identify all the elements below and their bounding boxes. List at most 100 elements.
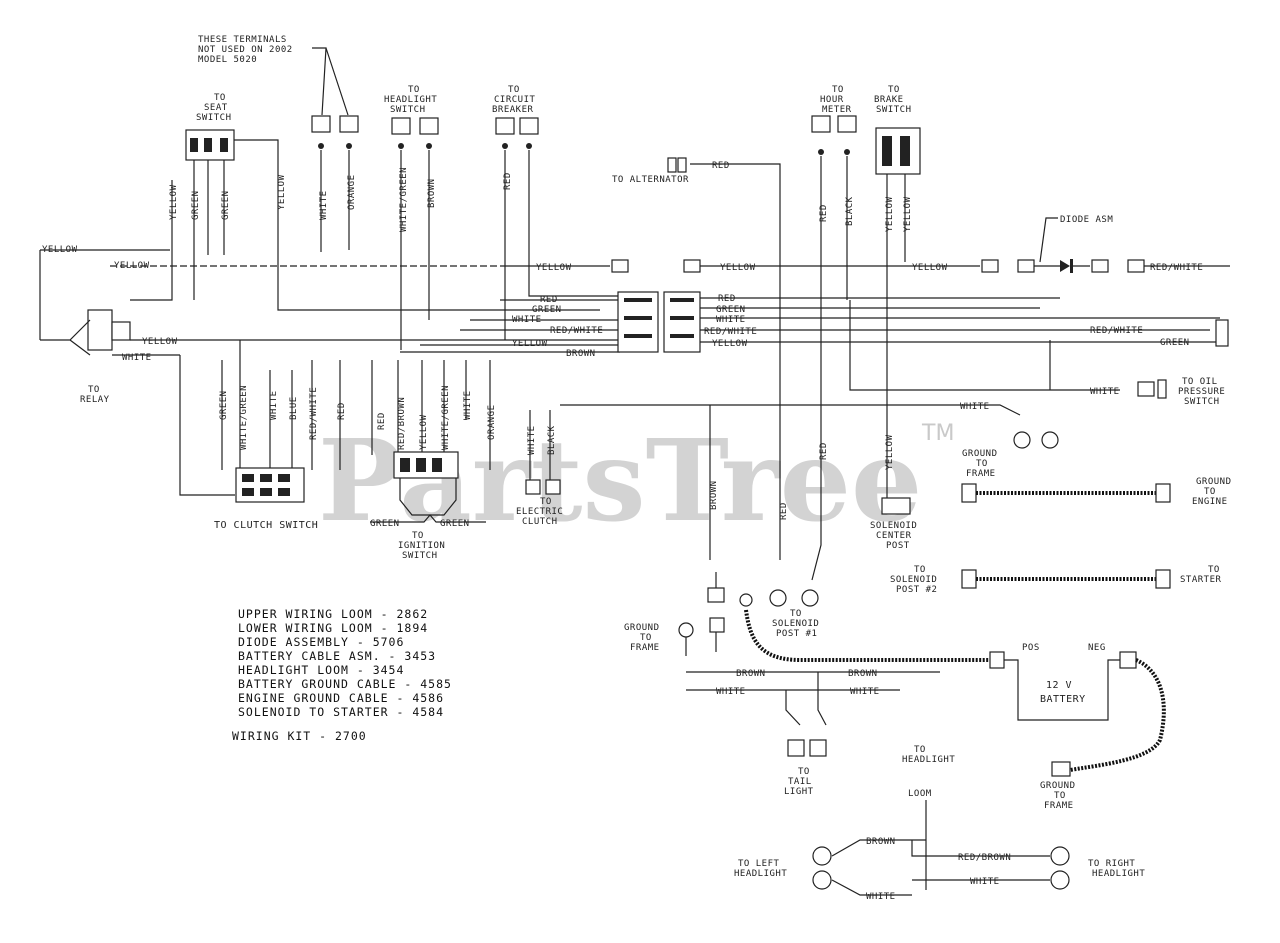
parts-list-item: BATTERY CABLE ASM. - 3453 xyxy=(238,649,436,663)
battery-ground-cable: GROUND TO FRAME xyxy=(1040,651,1166,811)
wire-label-yellow: YELLOW xyxy=(885,196,895,232)
svg-text:SOLENOID: SOLENOID xyxy=(870,521,917,531)
svg-text:POST: POST xyxy=(886,541,910,551)
ring-terminal xyxy=(1041,431,1059,449)
svg-text:GROUND: GROUND xyxy=(1196,477,1232,487)
svg-text:HEADLIGHT: HEADLIGHT xyxy=(1092,869,1145,879)
svg-text:IGNITION: IGNITION xyxy=(398,541,445,551)
wire-label-yellow: YELLOW xyxy=(42,245,78,255)
wire-label-brown: BROWN xyxy=(709,480,719,510)
wire-label-yellow: YELLOW xyxy=(142,337,178,347)
svg-text:CENTER: CENTER xyxy=(876,531,912,541)
svg-text:HEADLIGHT: HEADLIGHT xyxy=(384,95,437,105)
svg-text:TO: TO xyxy=(1054,791,1066,801)
svg-text:ENGINE: ENGINE xyxy=(1192,497,1228,507)
wire-label-white: WHITE xyxy=(319,190,329,220)
wire-label-yellow: YELLOW xyxy=(885,434,895,470)
svg-text:POS: POS xyxy=(1022,643,1040,653)
svg-text:NEG: NEG xyxy=(1088,643,1106,653)
svg-text:POST #2: POST #2 xyxy=(896,585,937,595)
wire-label-green: GREEN xyxy=(221,190,231,220)
svg-text:TO: TO xyxy=(508,85,520,95)
svg-text:BATTERY: BATTERY xyxy=(1040,694,1086,705)
svg-text:STARTER: STARTER xyxy=(1180,575,1222,585)
battery: POS NEG 12 V BATTERY xyxy=(1004,643,1120,721)
svg-text:CIRCUIT: CIRCUIT xyxy=(494,95,536,105)
wire-label-yellow: YELLOW xyxy=(903,196,913,232)
watermark-tm: TM xyxy=(921,421,954,446)
hour-meter-connector: TO HOUR METER xyxy=(811,85,857,520)
svg-text:HEADLIGHT: HEADLIGHT xyxy=(902,755,955,765)
svg-text:BRAKE: BRAKE xyxy=(874,95,904,105)
svg-text:CLUTCH: CLUTCH xyxy=(522,517,558,527)
svg-text:TO ALTERNATOR: TO ALTERNATOR xyxy=(612,175,689,185)
brake-switch-connector: TO BRAKE SWITCH xyxy=(874,85,921,500)
svg-text:TO: TO xyxy=(1208,565,1220,575)
svg-text:NOT USED ON 2002: NOT USED ON 2002 xyxy=(198,45,293,55)
wire-label-red: RED xyxy=(712,161,730,171)
svg-text:HEADLIGHT: HEADLIGHT xyxy=(734,869,787,879)
solenoid-starter-cable: TO SOLENOID POST #2 TO STARTER xyxy=(890,565,1222,595)
headlight-switch-connector: TO HEADLIGHT SWITCH xyxy=(384,85,439,350)
wire-label-green: GREEN xyxy=(1160,338,1190,348)
svg-text:BROWN: BROWN xyxy=(736,669,766,679)
svg-text:SWITCH: SWITCH xyxy=(1184,397,1220,407)
svg-text:TAIL: TAIL xyxy=(788,777,812,787)
wire-label-yellow: YELLOW xyxy=(720,263,756,273)
svg-text:DIODE ASM: DIODE ASM xyxy=(1060,215,1113,225)
electric-clutch-connector: WHITE BLACK TO ELECTRIC CLUTCH xyxy=(516,410,563,527)
parts-list-item: BATTERY GROUND CABLE - 4585 xyxy=(238,677,452,691)
svg-text:TO: TO xyxy=(1204,487,1216,497)
parts-list-item: SOLENOID TO STARTER - 4584 xyxy=(238,705,444,719)
svg-text:FRAME: FRAME xyxy=(630,643,660,653)
svg-text:GROUND: GROUND xyxy=(1040,781,1076,791)
wire-label-white-green: WHITE/GREEN xyxy=(399,167,409,232)
svg-text:WHITE: WHITE xyxy=(716,687,746,697)
wire-label-red-brown: RED/BROWN xyxy=(397,397,407,450)
svg-text:WHITE: WHITE xyxy=(716,315,746,325)
diode-assembly: DIODE ASM RED/WHITE xyxy=(1017,215,1230,273)
wiring-kit-label: WIRING KIT - 2700 xyxy=(232,729,367,743)
wire-label-red: RED xyxy=(819,204,829,222)
ground-frame-terminal-2: GROUND TO FRAME xyxy=(624,572,725,656)
svg-text:GROUND: GROUND xyxy=(962,449,998,459)
wire-label-red: RED xyxy=(819,442,829,460)
parts-list-item: LOWER WIRING LOOM - 1894 xyxy=(238,621,428,635)
svg-text:METER: METER xyxy=(822,105,852,115)
svg-text:ELECTRIC: ELECTRIC xyxy=(516,507,563,517)
wire-label-yellow: YELLOW xyxy=(912,263,948,273)
wire-label-orange: ORANGE xyxy=(487,404,497,440)
right-edge-connector xyxy=(1215,319,1229,347)
wire-label-white: WHITE xyxy=(269,390,279,420)
watermark-brand: PartsTree xyxy=(318,416,922,547)
parts-list-item: ENGINE GROUND CABLE - 4586 xyxy=(238,691,444,705)
svg-text:TO: TO xyxy=(914,745,926,755)
svg-text:WHITE: WHITE xyxy=(512,315,542,325)
svg-text:YELLOW: YELLOW xyxy=(512,339,548,349)
parts-list-item: DIODE ASSEMBLY - 5706 xyxy=(238,635,404,649)
svg-text:TO: TO xyxy=(540,497,552,507)
svg-text:SOLENOID: SOLENOID xyxy=(772,619,819,629)
parts-list-item: HEADLIGHT LOOM - 3454 xyxy=(238,663,404,677)
svg-text:YELLOW: YELLOW xyxy=(712,339,748,349)
unused-terminals-connector xyxy=(311,115,359,252)
svg-text:TO OIL: TO OIL xyxy=(1182,377,1218,387)
wire-label-white: WHITE xyxy=(960,402,990,412)
svg-text:TO: TO xyxy=(640,633,652,643)
wire-label-brown: BROWN xyxy=(427,178,437,208)
svg-text:POST #1: POST #1 xyxy=(776,629,817,639)
wire-label-yellow: YELLOW xyxy=(277,174,287,210)
svg-text:WHITE: WHITE xyxy=(1090,387,1120,397)
svg-text:RED/WHITE: RED/WHITE xyxy=(550,326,603,336)
svg-text:RED: RED xyxy=(540,295,558,305)
wire-label-yellow: YELLOW xyxy=(419,414,429,450)
svg-text:RED/WHITE: RED/WHITE xyxy=(704,327,757,337)
wire-label-black: BLACK xyxy=(845,196,855,226)
ground-frame-label-1: GROUND TO FRAME xyxy=(962,449,998,479)
svg-text:TO: TO xyxy=(976,459,988,469)
svg-text:TO: TO xyxy=(790,609,802,619)
svg-text:WHITE: WHITE xyxy=(866,892,896,902)
wire-label-red: RED xyxy=(503,172,513,190)
svg-text:WHITE: WHITE xyxy=(527,425,537,455)
engine-ground-cable: GROUND TO ENGINE xyxy=(961,477,1232,507)
